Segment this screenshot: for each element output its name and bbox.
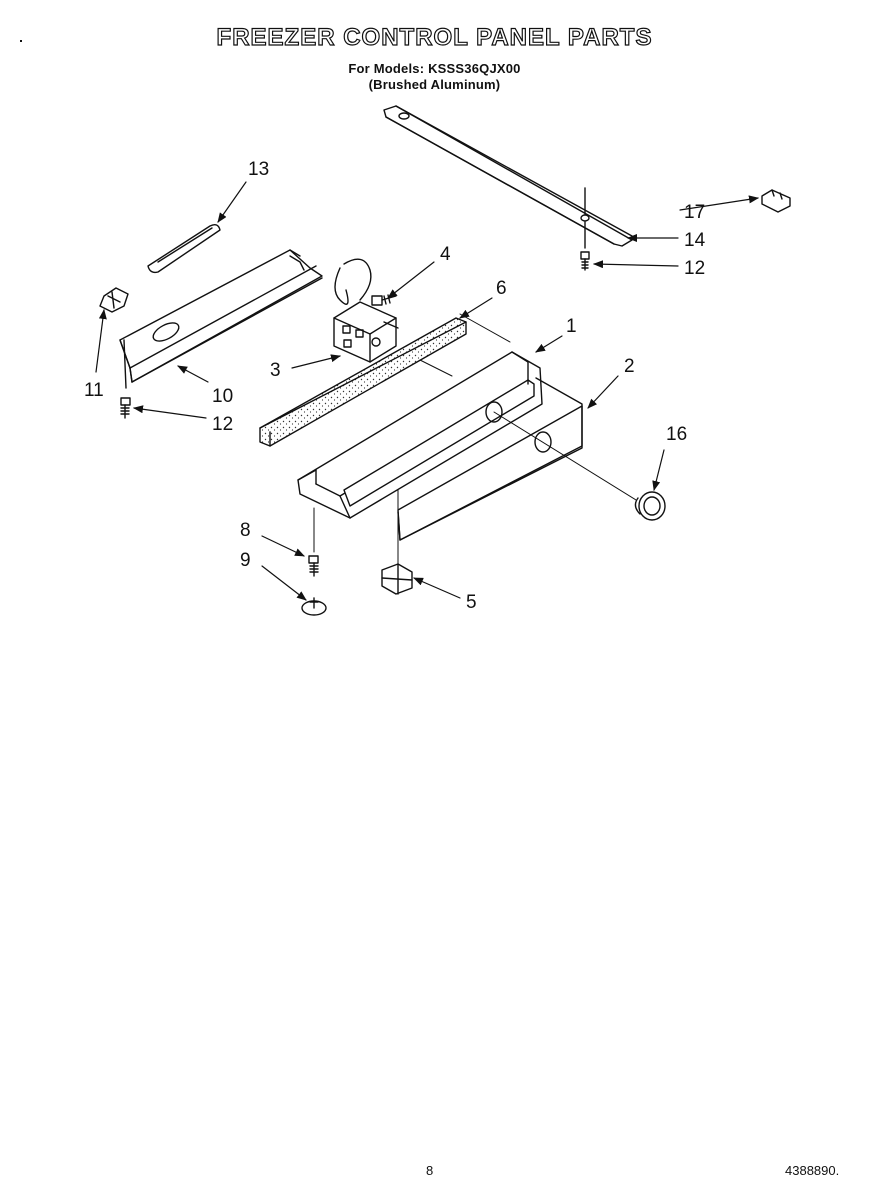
part-6-foam-strip	[259, 317, 467, 447]
callout-5: 5	[466, 592, 477, 613]
part-4-screw	[371, 294, 397, 306]
callout-12-left: 12	[212, 414, 233, 435]
callout-6: 6	[496, 278, 507, 299]
part-5-clip	[381, 563, 413, 595]
part-13-sensor-tube	[147, 223, 221, 274]
page-number: 8	[426, 1163, 434, 1178]
model-line: For Models: KSSS36QJX00	[348, 61, 521, 76]
part-9-washer	[301, 597, 327, 616]
callout-12-right: 12	[684, 258, 705, 279]
part-17-clip	[761, 189, 791, 213]
part-11-clip	[99, 287, 129, 313]
part-12-screw-left	[120, 397, 131, 419]
part-3-thermostat	[333, 258, 399, 363]
alignment-lines	[313, 313, 637, 567]
callout-9: 9	[240, 550, 251, 571]
part-8-screw	[308, 555, 319, 577]
callout-labels: 13 4 6 1 2 17 14 12 16 3 10 11 12 8 9 5	[84, 159, 706, 613]
part-16-knob	[634, 491, 666, 521]
callout-17: 17	[684, 202, 705, 223]
page-title: FREEZER CONTROL PANEL PARTS	[216, 23, 653, 51]
part-14-bracket	[383, 105, 633, 249]
callout-2: 2	[624, 356, 635, 377]
part-2-trim-panel	[397, 377, 583, 541]
document-number: 4388890.	[785, 1163, 840, 1178]
part-12-screw-right	[580, 251, 590, 271]
callout-3: 3	[270, 360, 281, 381]
callout-11: 11	[84, 380, 104, 401]
callout-16: 16	[666, 424, 687, 445]
part-10-bracket	[119, 249, 323, 389]
finish-line: (Brushed Aluminum)	[368, 77, 501, 92]
leader-arrows	[95, 181, 759, 601]
callout-8: 8	[240, 520, 251, 541]
corner-speck	[20, 40, 22, 42]
part-1-panel-housing	[297, 351, 543, 519]
callout-10: 10	[212, 386, 233, 407]
callout-1: 1	[566, 316, 577, 337]
callout-14: 14	[684, 230, 706, 251]
callout-13: 13	[248, 159, 269, 180]
callout-4: 4	[440, 244, 451, 265]
